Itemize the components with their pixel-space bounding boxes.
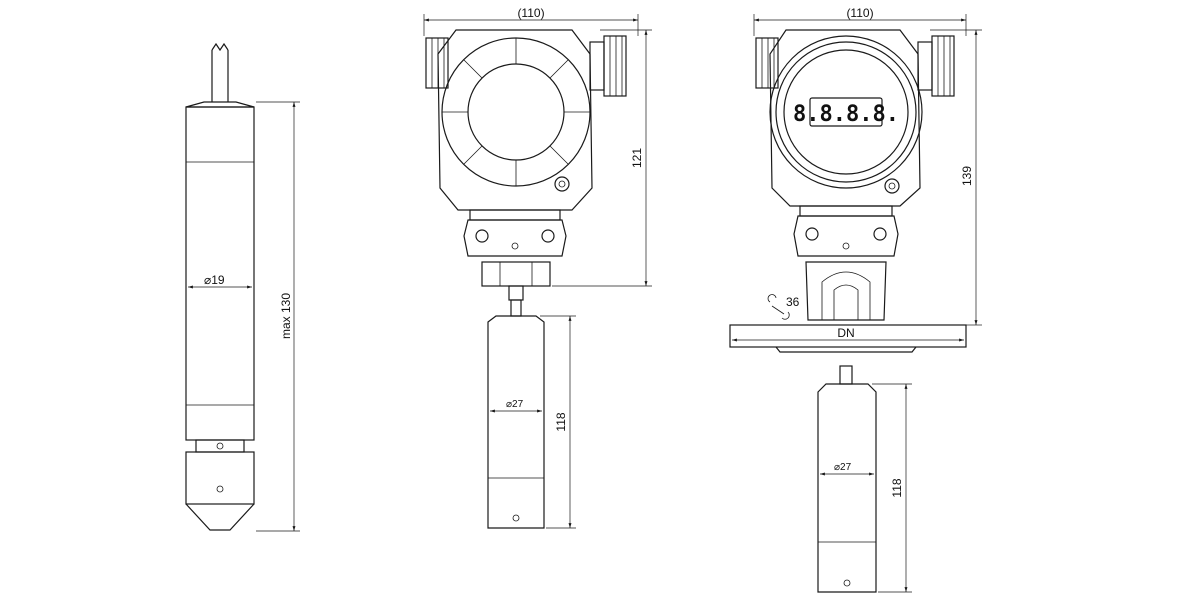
transmitter1-probe-diameter-dimension: ⌀27 <box>490 399 542 413</box>
probe1-length-label: max 130 <box>279 293 293 339</box>
transmitter2-probe-diameter-dimension: ⌀27 <box>820 462 874 476</box>
wrench-size-label: 36 <box>786 295 800 309</box>
transmitter2-probe-diameter-label: ⌀27 <box>834 462 852 473</box>
lcd-digits: 8.8.8.8. <box>793 102 899 127</box>
transmitter-display-view <box>729 29 967 593</box>
transmitter1-height-dimension: 121 <box>552 29 652 287</box>
wrench-icon: 36 <box>767 294 800 320</box>
transmitter2-width-dimension: (110) <box>753 6 967 36</box>
probe1-length-dimension: max 130 <box>256 101 300 532</box>
transmitter2-probe-length-dimension: 118 <box>872 383 912 593</box>
probe1-diameter-dimension: ⌀19 <box>188 273 252 289</box>
flange-dn-dimension: DN <box>732 326 964 342</box>
transmitter1-height-label: 121 <box>630 148 644 168</box>
transmitter1-width-dimension: (110) <box>423 6 639 36</box>
transmitter1-width-label: (110) <box>517 6 544 20</box>
probe1-diameter-label: ⌀19 <box>204 273 225 287</box>
transmitter1-probe-diameter-label: ⌀27 <box>506 399 524 410</box>
flange-dn-label: DN <box>837 326 854 340</box>
submersible-probe <box>185 42 255 531</box>
transmitter2-height-label: 139 <box>960 166 974 186</box>
transmitter-rear-view <box>425 29 627 529</box>
transmitter2-probe-length-label: 118 <box>890 478 904 497</box>
transmitter1-probe-length-dimension: 118 <box>540 315 576 529</box>
transmitter2-height-dimension: 139 <box>930 29 982 326</box>
transmitter1-probe-length-label: 118 <box>554 412 568 431</box>
lcd-display: 8.8.8.8. <box>793 97 899 127</box>
transmitter2-width-label: (110) <box>846 6 873 20</box>
